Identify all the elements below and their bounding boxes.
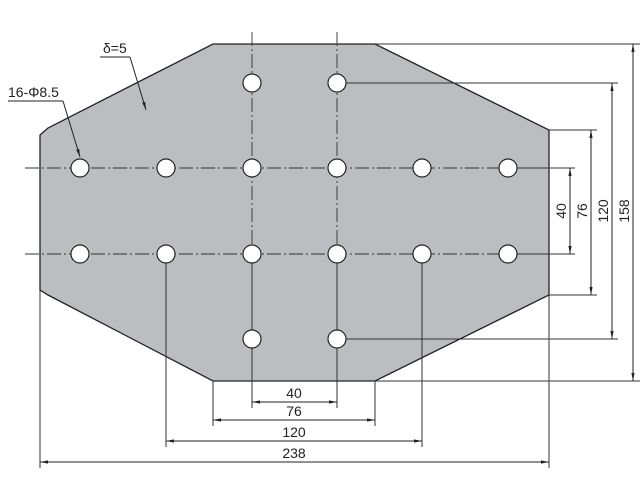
dim-v-158: 158: [616, 199, 632, 223]
holes-leader: 16-Φ8.5: [8, 84, 81, 158]
hole: [412, 244, 432, 264]
hole: [156, 158, 176, 178]
dim-h-238: 238: [282, 445, 306, 461]
hole: [242, 244, 262, 264]
dim-h-120: 120: [282, 424, 306, 440]
dim-h-40: 40: [286, 385, 302, 401]
hole: [242, 329, 262, 349]
dim-v-76: 76: [574, 203, 590, 219]
hole: [327, 73, 347, 93]
horizontal-dimensions: 40 76 120 238: [40, 385, 549, 464]
hole: [242, 73, 262, 93]
dim-h-76: 76: [286, 403, 302, 419]
holes-label: 16-Φ8.5: [8, 84, 59, 100]
hole: [156, 244, 176, 264]
hole: [498, 158, 518, 178]
hole: [242, 158, 262, 178]
center-lines: [25, 32, 565, 395]
hole: [70, 244, 90, 264]
vertical-dimensions: 40 76 120 158: [553, 44, 635, 381]
hole: [327, 158, 347, 178]
thickness-leader: δ=5: [100, 40, 147, 111]
thickness-label: δ=5: [103, 40, 127, 56]
hole: [327, 244, 347, 264]
hole: [498, 244, 518, 264]
hole: [327, 329, 347, 349]
plate-outline: [39, 43, 550, 382]
holes: [70, 73, 518, 349]
dim-v-40: 40: [553, 203, 569, 219]
hole: [412, 158, 432, 178]
hole: [70, 158, 90, 178]
dim-v-120: 120: [595, 199, 611, 223]
